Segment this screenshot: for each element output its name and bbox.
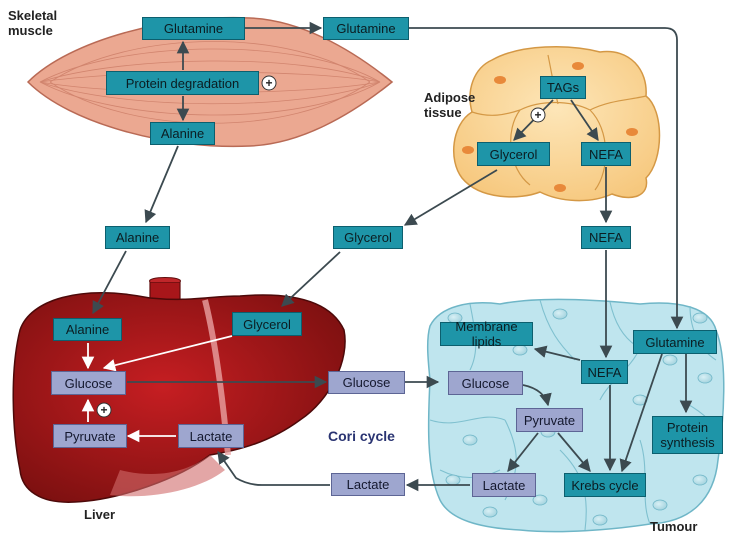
liver-pyruvate-box: Pyruvate	[53, 424, 127, 448]
muscle-glutamine-box: Glutamine	[142, 17, 245, 40]
krebs-cycle-box: Krebs cycle	[564, 473, 646, 497]
arrow-glutamine-to-tumour	[409, 27, 684, 330]
liver-lactate-box: Lactate	[178, 424, 244, 448]
arrow-glycerol-out	[403, 169, 498, 226]
arrow-tags-to-nefa	[570, 99, 599, 142]
transport-glycerol-box: Glycerol	[333, 226, 403, 249]
label-tumour: Tumour	[650, 519, 698, 534]
tumour-lactate-box: Lactate	[472, 473, 536, 497]
arrow-nefa-to-lipids	[533, 345, 581, 361]
label-liver: Liver	[84, 507, 116, 522]
plus-adipose-label: +	[534, 108, 541, 122]
plus-liver: +	[96, 402, 112, 418]
arrow-alanine-to-liver	[92, 250, 127, 315]
transport-alanine-box: Alanine	[105, 226, 170, 249]
protein-synthesis-box: Protein synthesis	[652, 416, 723, 454]
cori-cycle-label: Cori cycle	[328, 428, 395, 444]
plus-muscle: +	[261, 75, 277, 91]
transport-glucose-box: Glucose	[328, 371, 405, 394]
adipose-nefa-box: NEFA	[581, 142, 631, 166]
arrow-glutamine-to-krebs	[619, 353, 663, 473]
plus-liver-label: +	[100, 403, 107, 417]
adipose-tags-box: TAGs	[540, 76, 586, 99]
transport-nefa-box: NEFA	[581, 226, 631, 249]
arrow-glucose-to-pyruvate	[522, 384, 552, 407]
liver-alanine-box: Alanine	[53, 318, 122, 341]
flux-arrows	[92, 21, 693, 492]
arrow-alanine-out	[144, 145, 179, 224]
arrow-glycerol-to-liver	[281, 251, 341, 307]
protein-degradation-box: Protein degradation	[106, 71, 259, 95]
tumour-glucose-box: Glucose	[448, 371, 523, 395]
transport-lactate-box: Lactate	[331, 473, 405, 496]
adipose-glycerol-box: Glycerol	[477, 142, 550, 166]
arrow-lactate-to-liver	[217, 450, 330, 486]
liver-arrows	[81, 335, 233, 443]
arrow-glycerol-to-glucose	[102, 335, 233, 372]
arrow-pyruvate-to-krebs	[557, 432, 591, 472]
label-adipose-tissue: Adipose tissue	[424, 90, 476, 120]
plus-muscle-label: +	[265, 76, 272, 90]
membrane-lipids-box: Membrane lipids	[440, 319, 533, 349]
muscle-alanine-box: Alanine	[150, 122, 215, 145]
plus-adipose: +	[530, 107, 546, 123]
arrow-pyruvate-to-lactate	[507, 432, 539, 472]
tumour-pyruvate-box: Pyruvate	[516, 408, 583, 432]
liver-glycerol-box: Glycerol	[232, 312, 302, 336]
tumour-glutamine-box: Glutamine	[633, 330, 717, 354]
transport-glutamine-box: Glutamine	[323, 17, 409, 40]
liver-glucose-box: Glucose	[51, 371, 126, 395]
tumour-nefa-box: NEFA	[581, 360, 628, 384]
label-skeletal-muscle: Skeletal muscle	[8, 8, 58, 38]
